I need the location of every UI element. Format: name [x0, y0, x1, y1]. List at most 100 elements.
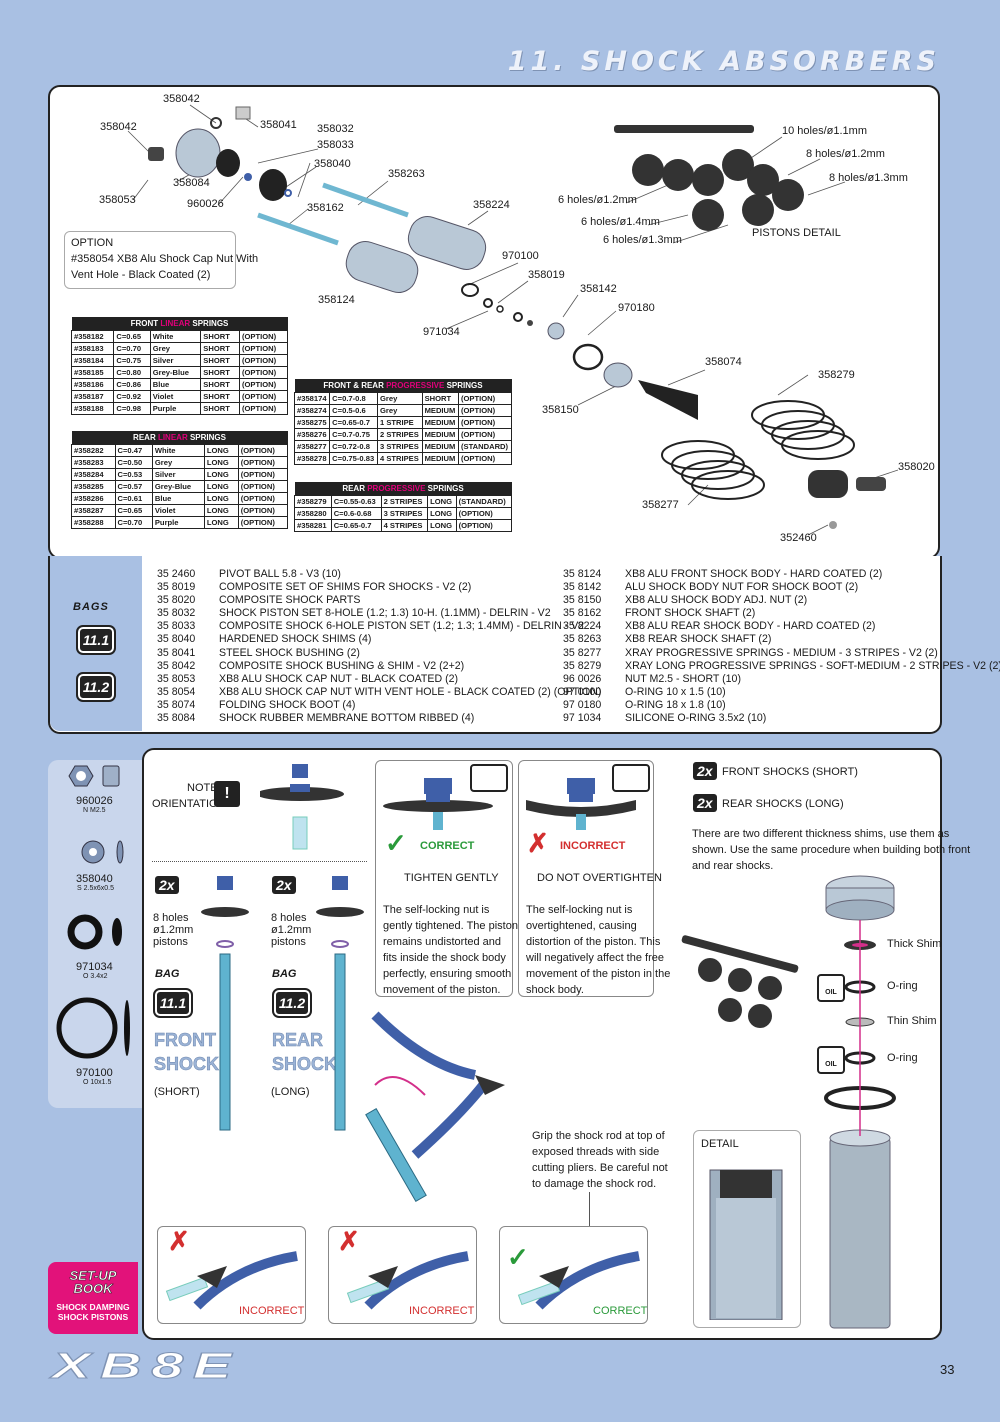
spring-cell: (OPTION) [455, 507, 513, 520]
part-row: 35 8142 ALU SHOCK BODY NUT FOR SHOCK BOOT… [563, 581, 1000, 594]
part-code: 35 8162 [563, 607, 602, 620]
shaft-assembly-drawing [201, 876, 364, 1131]
spring-cell: C=0.7-0.8 [329, 392, 378, 405]
spring-cell: (OPTION) [237, 480, 289, 493]
text-line: The self-locking nut is [526, 904, 633, 916]
bag-rear-11-2: 11.2 [272, 988, 312, 1018]
part-desc: XB8 ALU REAR SHOCK BODY - HARD COATED (2… [625, 620, 876, 633]
spring-cell: C=0.80 [113, 366, 151, 379]
callout-358053: 358053 [99, 194, 136, 206]
correct-label: CORRECT [420, 840, 475, 852]
oil-text-1: OIL [825, 989, 837, 996]
spring-cell: (OPTION) [237, 444, 289, 457]
bag-label-front: BAG [155, 968, 180, 980]
incorrect-sample-1 [157, 1226, 306, 1324]
text-line: movement of the piston in the [526, 968, 671, 980]
spring-cell: SHORT [421, 392, 459, 405]
part-code: 35 8020 [157, 594, 196, 607]
part-code: 35 8040 [157, 633, 196, 646]
callout-358040: 358040 [314, 158, 351, 170]
part-desc: ALU SHOCK BODY NUT FOR SHOCK BOOT (2) [625, 581, 859, 594]
spring-cell: Silver [151, 468, 205, 481]
spring-cell: #358174 [293, 392, 331, 405]
page-title: 11. SHOCK ABSORBERS [507, 46, 940, 77]
spring-cell: #358288 [71, 516, 116, 529]
spring-cell: C=0.7-0.75 [329, 428, 378, 441]
part-code: 35 8279 [563, 659, 602, 672]
callout-358277: 358277 [642, 499, 679, 511]
spring-cell: 4 STRIPES [376, 452, 423, 465]
spring-cell: 2 STRIPES [380, 495, 429, 508]
setup-book-badge[interactable]: SET-UP BOOK SHOCK DAMPING SHOCK PISTONS [48, 1262, 138, 1334]
cross-icon-sample-2: ✗ [338, 1226, 360, 1256]
spring-cell: SHORT [200, 342, 240, 355]
spring-cell: LONG [427, 495, 457, 508]
piston-6-holes-14: 6 holes/ø1.4mm [581, 216, 660, 228]
rear-holes: 8 holes [271, 912, 307, 924]
part-desc: COMPOSITE SHOCK 6-HOLE PISTON SET (1.2; … [219, 620, 585, 633]
spring-cell: 3 STRIPES [380, 507, 429, 520]
text-line: to damage the shock rod. [532, 1178, 657, 1190]
hw-code-358040: 358040 [76, 873, 113, 885]
spring-cell: C=0.65-0.7 [329, 416, 378, 429]
spring-cell: MEDIUM [421, 404, 459, 417]
hw-sub-960026: N M2.5 [83, 807, 106, 814]
spring-cell: MEDIUM [421, 428, 459, 441]
part-code: 35 8142 [563, 581, 602, 594]
text-line: fits inside the shock body [383, 952, 506, 964]
warning-icon: ! [214, 781, 240, 807]
spring-cell: (OPTION) [457, 392, 513, 405]
spring-cell: White [149, 330, 202, 343]
spring-cell: #358283 [71, 456, 116, 469]
grip-pointer-line [589, 1192, 590, 1226]
spring-cell: LONG [203, 492, 239, 505]
spring-cell: LONG [427, 519, 457, 532]
fr-progressive-table: FRONT & REAR PROGRESSIVE SPRINGS #358174… [293, 379, 513, 465]
text-line: remains undistorted and [383, 936, 502, 948]
hw-sub-358040: S 2.5x6x0.5 [77, 885, 114, 892]
front-short: (SHORT) [154, 1086, 200, 1098]
part-desc: COMPOSITE SHOCK BUSHING & SHIM - V2 (2+2… [219, 659, 465, 672]
bags-label: BAGS [73, 601, 109, 613]
spring-cell: (STANDARD) [455, 495, 513, 508]
text-line: movement of the piston. [383, 984, 501, 996]
part-desc: O-RING 18 x 1.8 (10) [625, 698, 726, 711]
spring-cell: LONG [203, 504, 239, 517]
text-line: distortion of the piston. This [526, 936, 661, 948]
spring-cell: C=0.6-0.68 [330, 507, 382, 520]
part-desc: XB8 ALU SHOCK BODY ADJ. NUT (2) [625, 594, 808, 607]
spring-cell: LONG [203, 444, 239, 457]
option-head: OPTION [71, 237, 114, 249]
spring-cell: #358187 [70, 390, 115, 403]
spring-cell: (OPTION) [237, 456, 289, 469]
exploded-view-drawing [127, 104, 899, 536]
hw-code-960026: 960026 [76, 795, 113, 807]
text-line: Grip the shock rod at top of [532, 1130, 665, 1142]
spring-cell: Grey-Blue [151, 480, 205, 493]
spring-cell: C=0.55-0.63 [330, 495, 382, 508]
callout-970100: 970100 [502, 250, 539, 262]
part-code: 35 8033 [157, 620, 196, 633]
option-line2: Vent Hole - Black Coated (2) [71, 269, 211, 281]
piston-6-holes-13: 6 holes/ø1.3mm [603, 234, 682, 246]
